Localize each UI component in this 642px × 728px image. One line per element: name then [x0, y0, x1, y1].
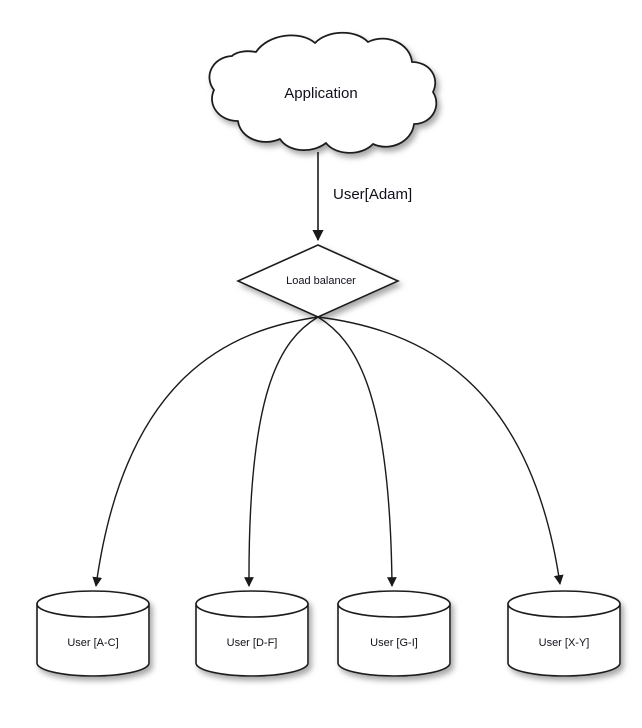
node-application[interactable] — [208, 31, 438, 154]
edge-load-balancer-to-database-3 — [317, 316, 564, 585]
node-database-0[interactable] — [36, 590, 150, 677]
node-database-3[interactable] — [507, 590, 621, 677]
edge-load-balancer-to-database-2 — [317, 316, 397, 587]
edge-load-balancer-to-database-1 — [244, 316, 319, 587]
edge-load-balancer-to-database-0 — [92, 316, 319, 587]
node-database-2[interactable] — [337, 590, 451, 677]
node-load-balancer[interactable] — [236, 244, 400, 318]
node-database-1[interactable] — [195, 590, 309, 677]
